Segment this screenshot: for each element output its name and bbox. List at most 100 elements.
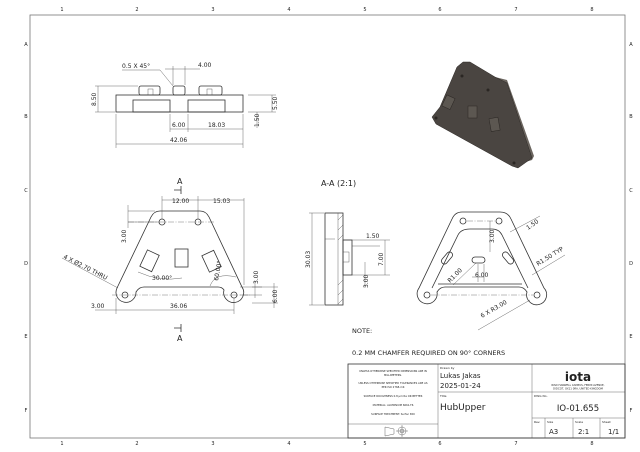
dim-3-00-top: 3.00 <box>121 229 128 243</box>
row-label: A <box>629 42 633 48</box>
projection-symbol-icon <box>384 425 408 437</box>
dim-1-50: 1.50 <box>525 218 540 232</box>
slot-left <box>441 251 453 265</box>
boss-slot <box>147 88 154 96</box>
dim-7-00: 7.00 <box>378 252 385 266</box>
drawn-date: 2025-01-24 <box>440 382 481 390</box>
dim-5-50: 5.50 <box>272 96 279 110</box>
section-slot <box>342 251 350 263</box>
title-block: UNLESS OTHERWISE SPECIFIED DIMENSIONS AR… <box>347 363 626 439</box>
hole <box>495 217 503 225</box>
size-value: A3 <box>549 428 558 436</box>
slot-center <box>471 256 486 264</box>
section-title: A-A (2:1) <box>321 179 356 188</box>
hole <box>423 291 431 299</box>
dim-1-50: 1.50 <box>366 233 380 240</box>
col-label: 7 <box>514 7 517 13</box>
col-label: 2 <box>135 7 138 13</box>
slot-right <box>502 251 514 265</box>
row-label: C <box>629 188 633 194</box>
dim-12-00: 12.00 <box>172 198 189 205</box>
col-label: 4 <box>287 7 290 13</box>
iso-boss <box>441 94 456 110</box>
holes-callout: 4 X Ø2.70 THRU <box>62 254 108 282</box>
section-hatch <box>337 213 344 305</box>
recess-right <box>187 99 226 113</box>
column-labels-bottom: 1 2 3 4 5 6 7 8 <box>60 441 593 447</box>
row-label: E <box>629 334 632 340</box>
part-outline <box>416 211 548 306</box>
col-label: 8 <box>590 7 593 13</box>
back-view: 3.00 1.50 R1.50 TYP R1.00 6.00 6 X R3.00 <box>416 211 566 331</box>
col-label: 5 <box>363 441 366 447</box>
row-label: D <box>629 261 633 267</box>
drawn-by: Lukas Jakas <box>440 372 481 380</box>
dimension-lines <box>452 215 566 331</box>
rev-label: Rev. <box>534 420 540 424</box>
dim-30-deg: 30.00° <box>152 275 172 282</box>
title-block-frame <box>347 363 626 439</box>
col-label: 1 <box>60 441 63 447</box>
dwg-no: IO-01.655 <box>557 404 599 414</box>
center-lines <box>112 221 250 296</box>
row-label: F <box>630 408 633 414</box>
dim-60-deg: 60.00° <box>213 260 223 281</box>
dimension-lines <box>95 66 276 148</box>
drawn-by-label: Drawn by <box>440 366 455 370</box>
hole <box>533 291 541 299</box>
dimension-lines <box>61 196 278 314</box>
iso-hole <box>512 161 516 165</box>
tb-note: MATERIAL: ALUMINIUM 6061-T6 <box>373 403 414 407</box>
tb-note: MILLIMETERS. <box>384 373 402 377</box>
dim-1-50: 1.50 <box>254 113 261 127</box>
sheet-value: 1/1 <box>608 428 619 436</box>
tb-note: UNLESS OTHERWISE SPECIFIED DIMENSIONS AR… <box>359 369 427 373</box>
iso-front-face <box>431 61 533 169</box>
dim-6-00: 6.00 <box>172 122 186 129</box>
iso-hole <box>460 74 464 78</box>
col-label: 6 <box>438 441 441 447</box>
dim-6-00: 6.00 <box>475 272 489 279</box>
dimension-lines <box>309 212 390 306</box>
dim-30-03: 30.03 <box>305 251 312 268</box>
title-label: Title <box>439 394 447 398</box>
top-view: 0.5 X 45° 4.00 8.50 5.50 1.50 6.00 18.03… <box>91 62 279 148</box>
dim-3-00: 3.00 <box>489 229 496 243</box>
section-arrow-top <box>174 186 182 194</box>
dim-r1-50-typ: R1.50 TYP <box>535 245 565 267</box>
dim-15-03: 15.03 <box>213 198 230 205</box>
section-view: A-A (2:1) 30.03 1.50 7.00 3.00 <box>305 179 390 306</box>
hole <box>459 217 467 225</box>
section-outline <box>324 212 344 306</box>
col-label: 2 <box>135 441 138 447</box>
col-label: 4 <box>287 441 290 447</box>
dim-3-00: 3.00 <box>363 274 370 288</box>
boss-left <box>139 249 160 273</box>
dim-18-03: 18.03 <box>208 122 225 129</box>
size-label: Size <box>547 420 553 424</box>
dim-6x-r3-00: 6 X R3.00 <box>480 299 509 320</box>
col-label: 3 <box>211 7 214 13</box>
chamfer-label: 0.5 X 45° <box>122 63 150 70</box>
company-address: RISD HARWELL CAMPUS, FERMI AVENUE, <box>551 383 604 387</box>
col-label: 7 <box>514 441 517 447</box>
col-label: 6 <box>438 7 441 13</box>
boss-right <box>198 85 223 96</box>
drawing-border <box>29 14 626 439</box>
iso-hole <box>434 116 438 120</box>
front-view: 12.00 15.03 3.00 30.00° 60.00° 3.00 6.00… <box>61 177 279 343</box>
pocket-outline <box>431 228 529 289</box>
row-label: B <box>629 114 633 120</box>
company-logo: iota <box>565 370 591 384</box>
note-text: 0.2 MM CHAMFER REQUIRED ON 90° CORNERS <box>352 349 505 357</box>
drawing-title: HubUpper <box>440 403 486 413</box>
tb-note: UNLESS OTHERWISE SPECIFIED TOLERANCES AR… <box>358 381 427 385</box>
center-lines <box>431 220 533 296</box>
tb-note: SURFACE ROUGHNESS 0.8 µm Ra OR BETTER <box>364 394 423 398</box>
scale-value: 2:1 <box>578 428 589 436</box>
row-label: B <box>24 114 28 120</box>
recess-left <box>132 99 171 113</box>
section-letter-bottom: A <box>177 334 183 343</box>
boss-right <box>201 249 222 273</box>
